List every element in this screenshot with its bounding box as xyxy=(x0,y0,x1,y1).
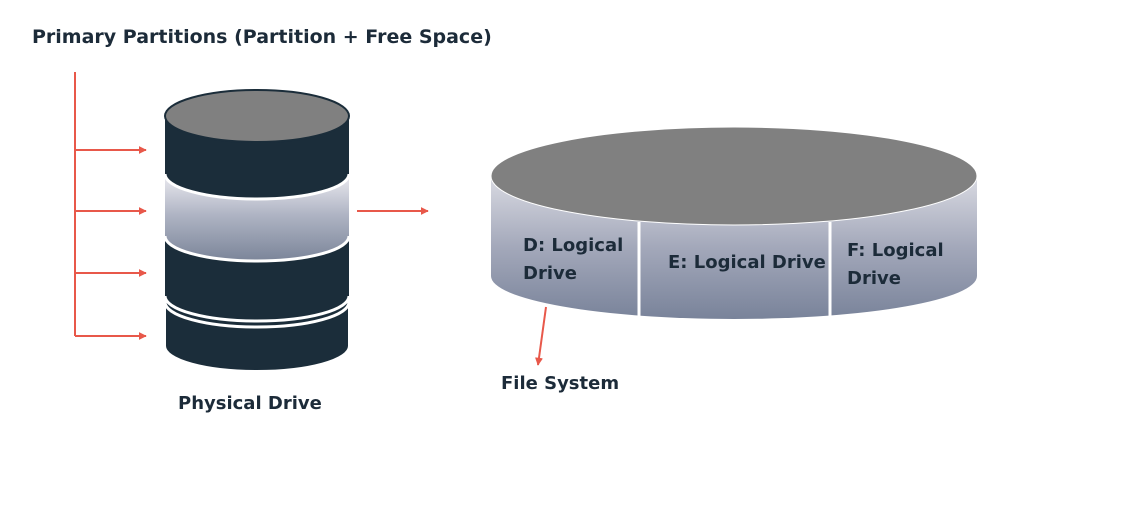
logical-drive-d-line2: Drive xyxy=(523,263,577,284)
physical-drive-label: Physical Drive xyxy=(178,393,322,414)
logical-disk-top xyxy=(490,126,978,226)
logical-drive-e-line1: E: Logical Drive xyxy=(668,252,826,273)
partition-arrows xyxy=(74,72,147,340)
logical-disk xyxy=(490,126,978,319)
logical-drive-f-line2: Drive xyxy=(847,268,901,289)
logical-drive-f-label: F: Logical Drive xyxy=(847,240,950,289)
logical-drive-d-line1: D: Logical xyxy=(523,235,623,256)
logical-drive-d-label: D: Logical Drive xyxy=(523,235,630,284)
partition-segment-4 xyxy=(164,301,350,372)
physical-drive-cylinder xyxy=(163,89,351,372)
file-system-label: File System xyxy=(501,373,619,394)
logical-drive-e-label: E: Logical Drive xyxy=(668,252,826,273)
partition-segment-3 xyxy=(165,240,349,321)
file-system-arrow xyxy=(535,306,547,366)
logical-drive-f-line1: F: Logical xyxy=(847,240,944,261)
physical-drive-top xyxy=(164,89,350,143)
diagram-title: Primary Partitions (Partition + Free Spa… xyxy=(32,26,492,48)
partition-segment-2 xyxy=(165,178,349,261)
